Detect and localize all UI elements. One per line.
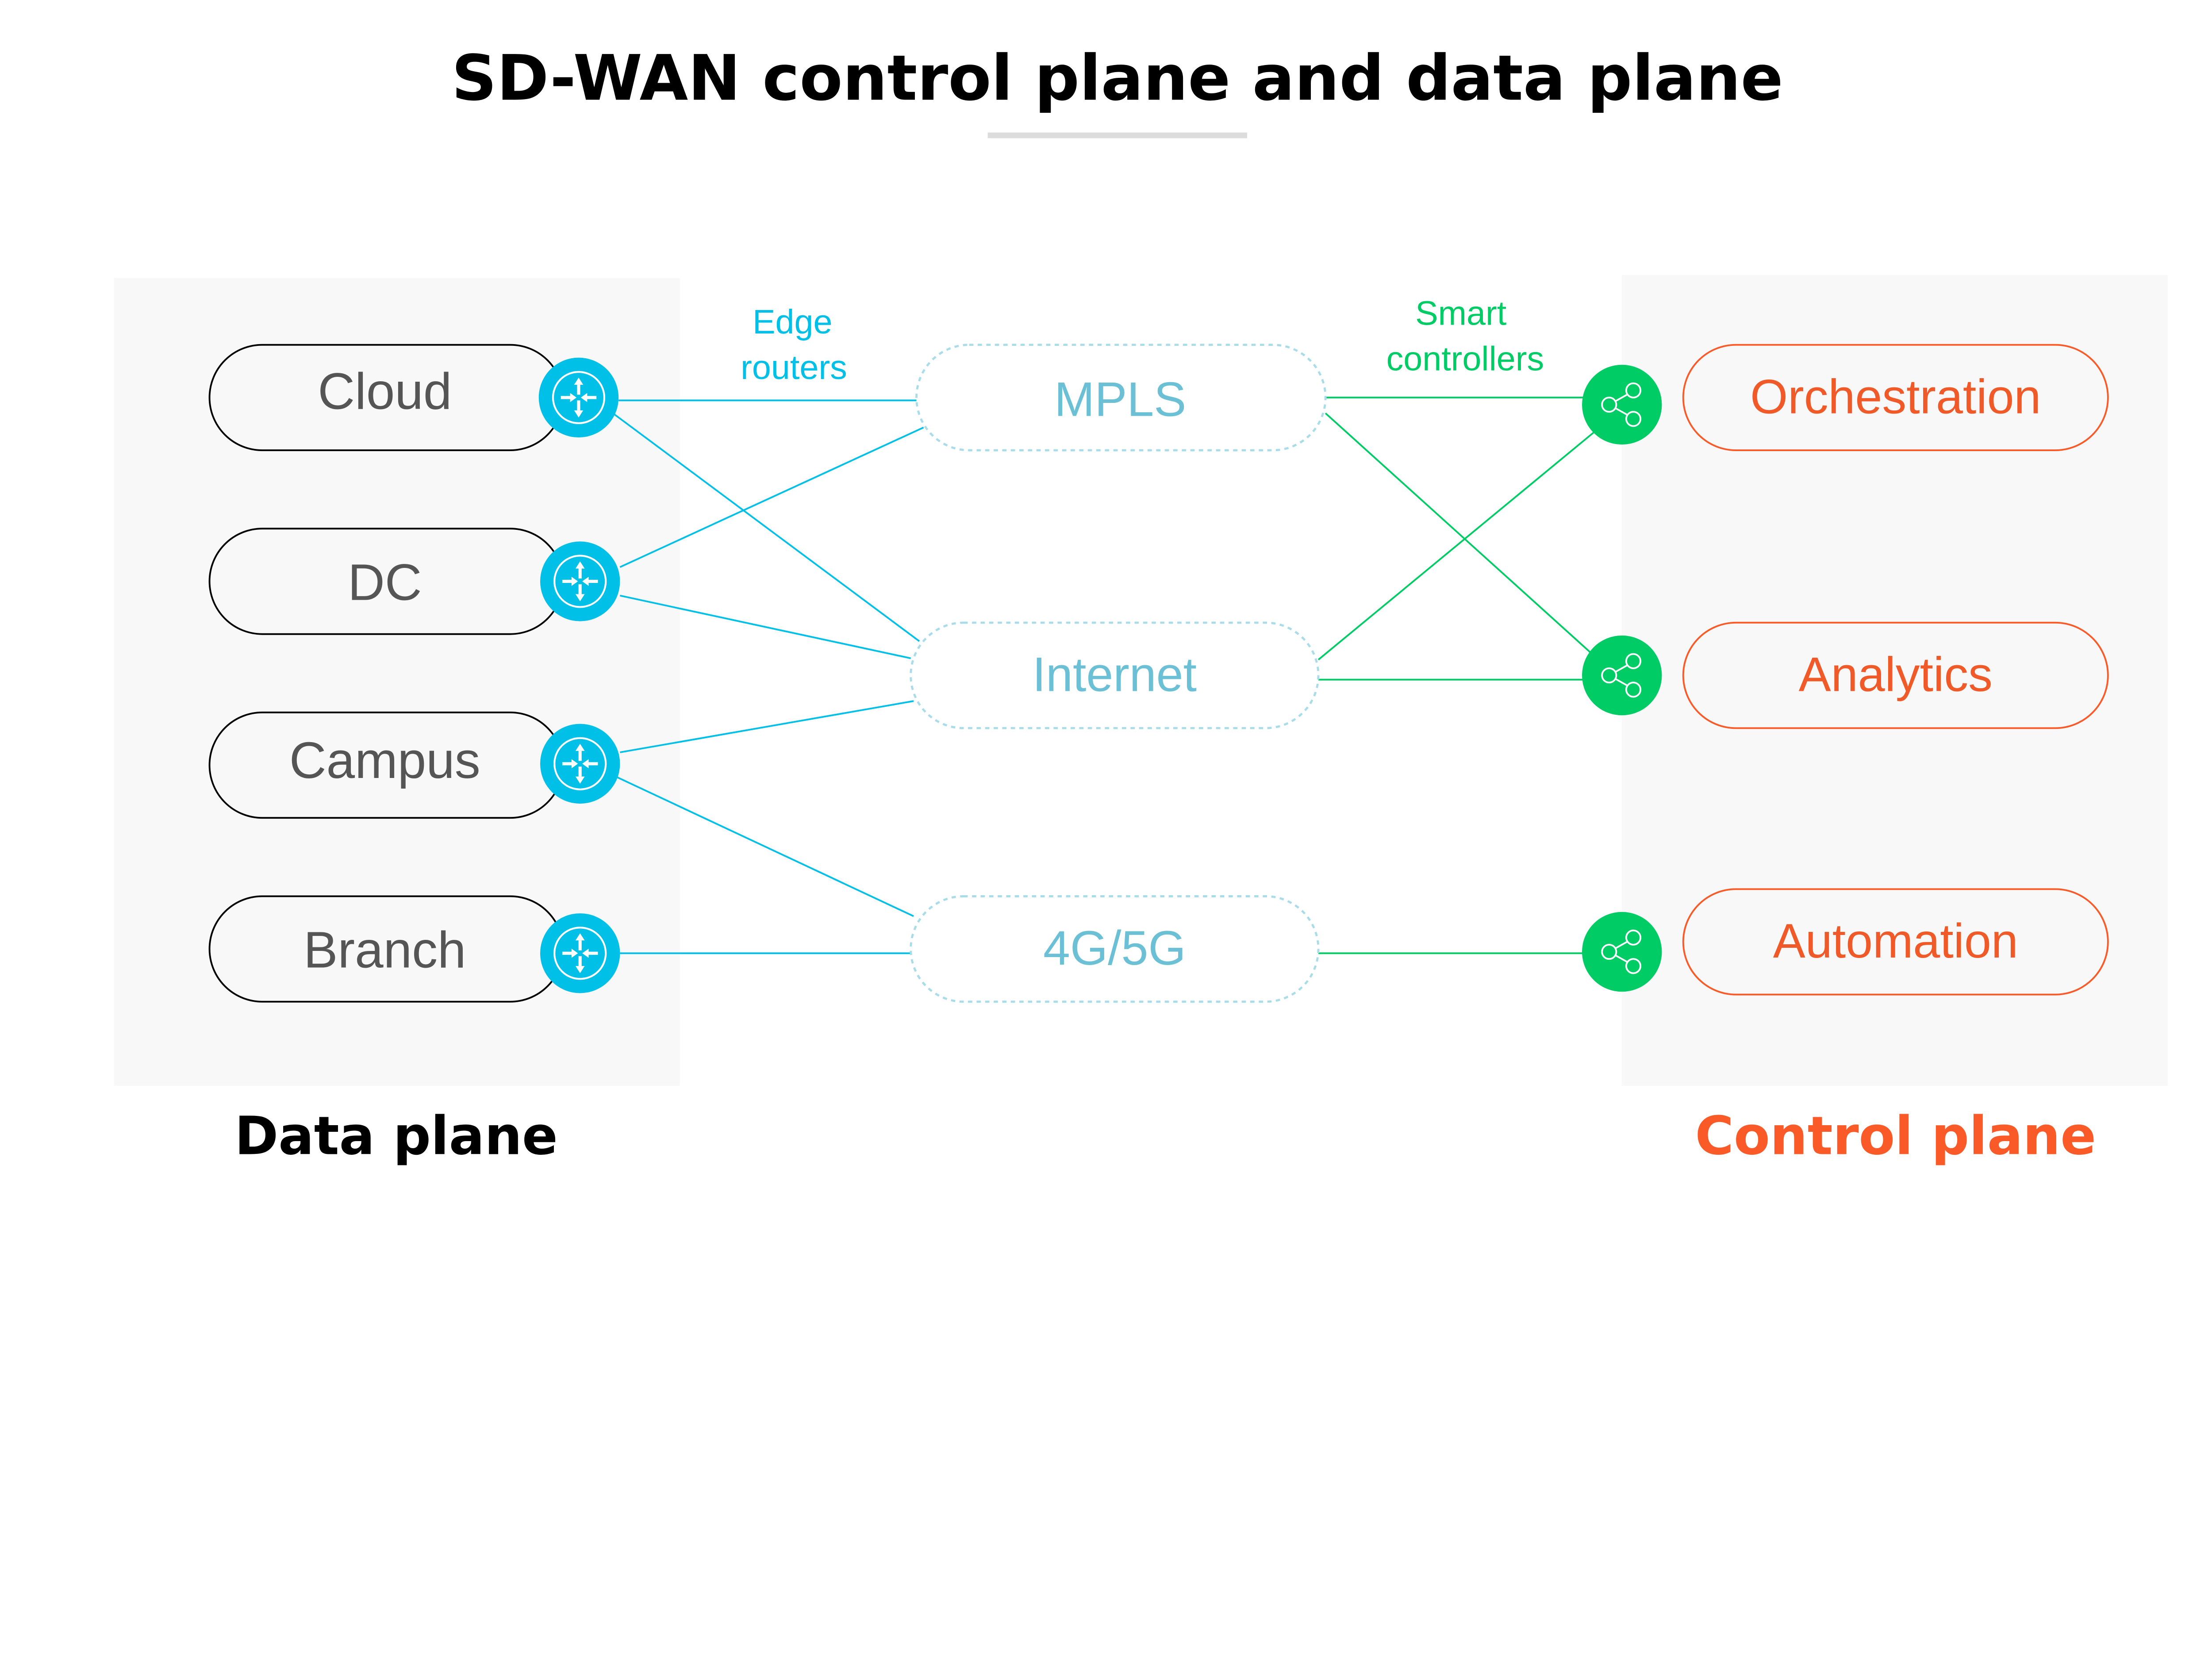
edge-routers-label: Edge [753, 303, 833, 341]
link-internet-orchestration [1317, 429, 1597, 661]
router-icon [540, 913, 620, 993]
data-plane-label: Data plane [234, 1106, 558, 1167]
site-campus: Campus [208, 711, 564, 819]
smart-controllers-label: controllers [1386, 340, 1544, 378]
transport-mpls: MPLS [915, 344, 1327, 452]
site-label: Campus [289, 732, 480, 789]
control-plane-label: Control plane [1695, 1106, 2096, 1167]
transport-label: 4G/5G [1043, 921, 1186, 975]
link-mpls-analytics [1325, 412, 1591, 653]
site-branch: Branch [208, 895, 564, 1003]
link-campus-internet [620, 700, 914, 753]
link-campus-4g5g [615, 776, 914, 917]
function-label: Orchestration [1750, 370, 2041, 424]
share-icon [1581, 364, 1663, 446]
site-label: Branch [303, 921, 466, 979]
link-dc-internet [620, 594, 911, 659]
site-transport-links [612, 399, 924, 954]
transport-controller-links [1317, 396, 1597, 954]
sd-wan-diagram: SD-WAN control plane and data plane Clou… [208, 42, 2168, 1167]
site-label: DC [348, 553, 422, 611]
function-orchestration: Orchestration [1682, 344, 2109, 451]
function-automation: Automation [1682, 888, 2109, 996]
control-plane-panel [1622, 275, 2168, 1086]
router-icon [540, 541, 620, 621]
link-dc-mpls [619, 426, 924, 568]
site-label: Cloud [318, 363, 452, 420]
edge-routers-label: routers [741, 349, 847, 387]
function-label: Automation [1773, 914, 2018, 968]
router-icon [540, 724, 620, 804]
smart-controllers-label: Smart [1415, 295, 1506, 333]
router-icon [539, 358, 618, 437]
transport-label: Internet [1033, 648, 1197, 702]
transport-4g5g: 4G/5G [910, 895, 1320, 1003]
transport-label: MPLS [1054, 373, 1186, 427]
link-cloud-internet [612, 412, 920, 642]
share-icon [1581, 911, 1663, 993]
share-icon [1581, 634, 1663, 716]
page-title: SD-WAN control plane and data plane [452, 42, 1783, 115]
site-cloud: Cloud [208, 344, 564, 451]
function-label: Analytics [1799, 648, 1993, 702]
transport-internet: Internet [910, 621, 1320, 729]
function-analytics: Analytics [1682, 621, 2109, 729]
